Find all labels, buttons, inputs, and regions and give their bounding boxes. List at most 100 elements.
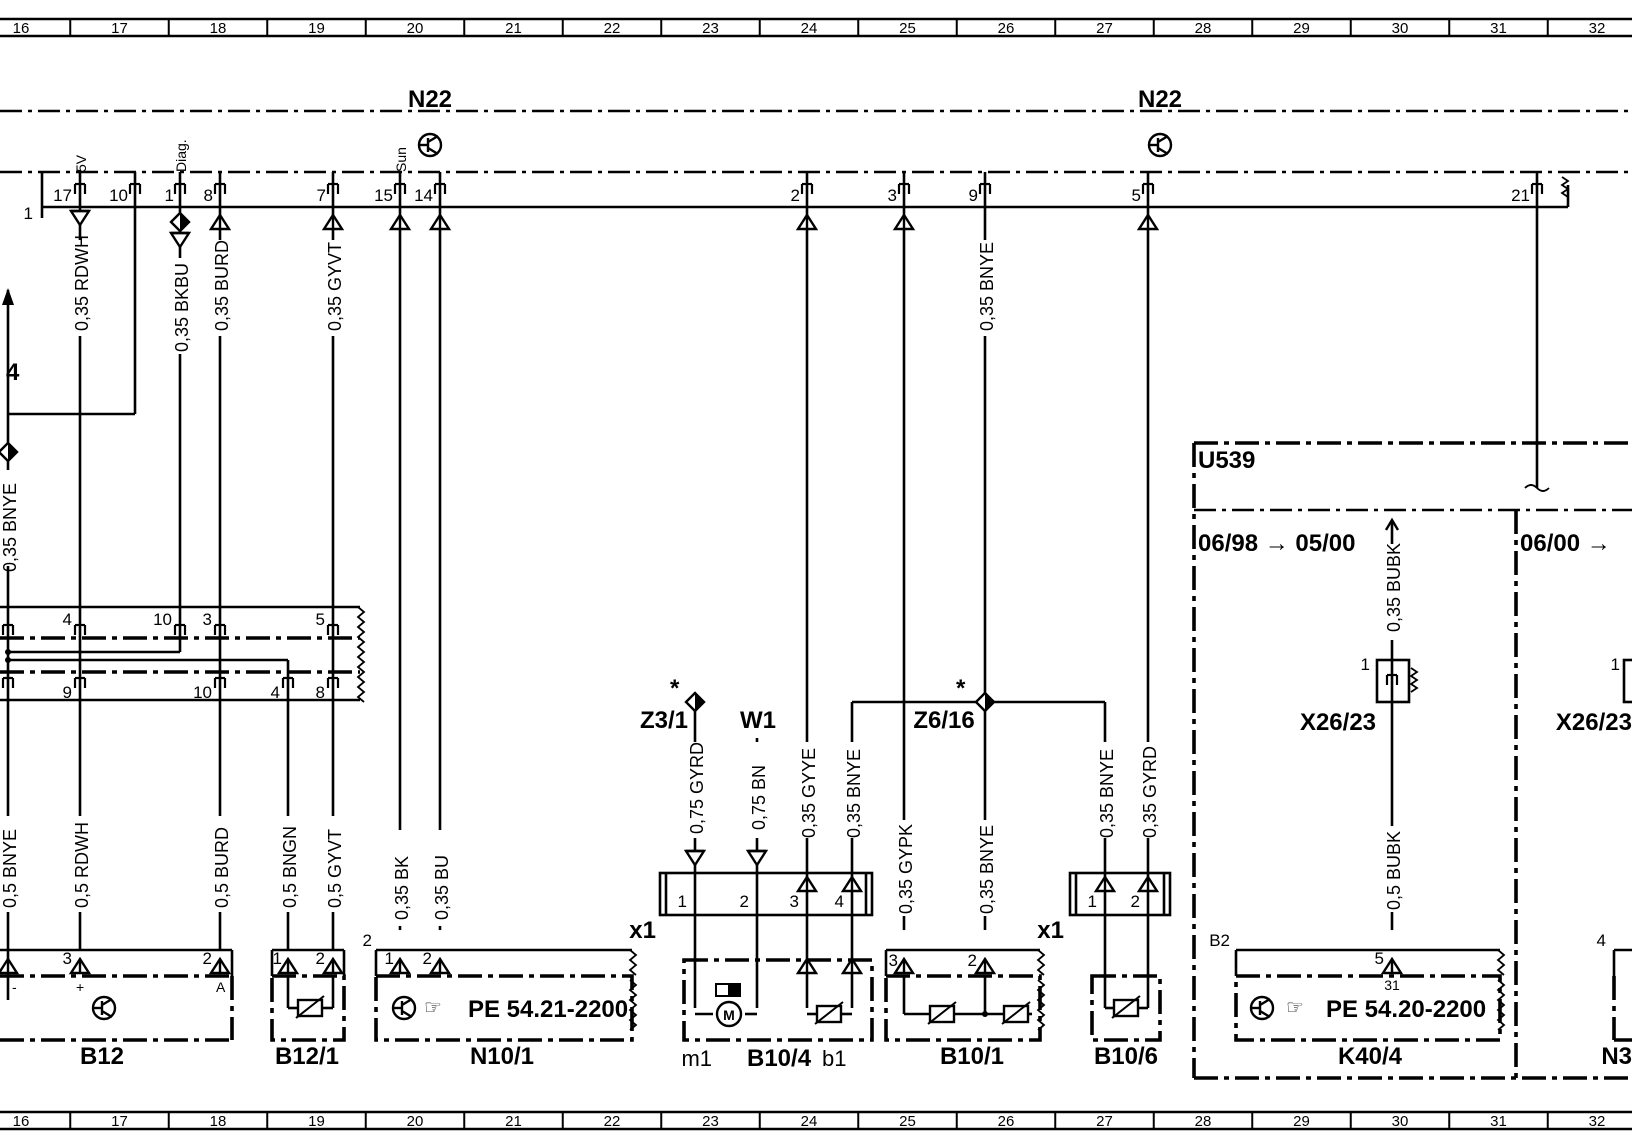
svg-text:2: 2: [968, 951, 977, 970]
svg-text:*: *: [670, 675, 680, 702]
bus-pins: [73, 172, 1570, 207]
svg-text:8: 8: [204, 186, 213, 205]
component-b10-1: 3 2: [884, 948, 1046, 1042]
svg-text:0,35 BNYE: 0,35 BNYE: [1097, 749, 1117, 838]
u539-range-2: 06/00 →: [1520, 530, 1611, 557]
label-b10-4: B10/4: [747, 1045, 812, 1072]
svg-text:0,35 BKBU: 0,35 BKBU: [172, 263, 192, 352]
svg-text:1: 1: [165, 186, 174, 205]
grid-number: 32: [1589, 20, 1606, 37]
pe-ref-k40: PE 54.20-2200: [1326, 996, 1486, 1023]
grid-number: 24: [801, 1113, 818, 1130]
label-b10-1: B10/1: [940, 1043, 1004, 1070]
grid-number: 17: [111, 1113, 128, 1130]
component-b12: 3 2 - + A: [0, 948, 234, 1042]
grid-number: 22: [604, 1113, 621, 1130]
label-w1: W1: [740, 707, 776, 734]
grid-number: 20: [407, 20, 424, 37]
svg-text:4: 4: [63, 610, 72, 629]
bus-pin-numbers: 17 10 1 8 7 15 14 2 3 9 5 21 5V Diag. Su…: [53, 139, 1530, 205]
svg-text:A: A: [216, 979, 226, 995]
svg-text:21: 21: [1511, 186, 1530, 205]
svg-text:10: 10: [193, 683, 212, 702]
svg-text:Sun: Sun: [393, 147, 409, 172]
component-b10-6: [1090, 930, 1162, 1042]
svg-text:8: 8: [316, 683, 325, 702]
label-x26-23-b: X26/23: [1556, 709, 1632, 736]
grid-number: 16: [13, 1113, 30, 1130]
svg-text:M: M: [723, 1007, 735, 1023]
svg-text:31: 31: [1384, 977, 1400, 993]
x1-label-right: x1: [1037, 917, 1064, 944]
u539-region: 0,35 BUBK 0,5 BUBK 1 1 ☞ PE 54.20-2200 B…: [1192, 441, 1632, 1080]
grid-number: 23: [702, 20, 719, 37]
svg-text:4: 4: [1597, 931, 1606, 950]
svg-text:0,35 BNYE: 0,35 BNYE: [977, 242, 997, 331]
svg-text:☞: ☞: [1286, 997, 1304, 1019]
x1-connector-left: 1 2 3 4 x1: [629, 871, 874, 944]
grid-number: 30: [1392, 1113, 1409, 1130]
svg-text:10: 10: [153, 610, 172, 629]
svg-text:5: 5: [1132, 186, 1141, 205]
grid-number: 29: [1293, 1113, 1310, 1130]
svg-text:2: 2: [791, 186, 800, 205]
svg-text:☞: ☞: [424, 997, 442, 1019]
label-z3-1: Z3/1: [640, 707, 688, 734]
svg-text:2: 2: [423, 949, 432, 968]
x1-left-wires: 0,75 GYRD 0,75 BN 0,35 GYYE 0,35 BNYE 0,…: [684, 691, 1160, 930]
svg-text:7: 7: [317, 186, 326, 205]
label-b12: B12: [80, 1043, 124, 1070]
svg-text:1: 1: [24, 204, 33, 223]
svg-text:0,35 GYYE: 0,35 GYYE: [799, 748, 819, 838]
svg-text:10: 10: [109, 186, 128, 205]
svg-text:0,35 RDWH: 0,35 RDWH: [72, 235, 92, 331]
svg-text:5: 5: [316, 610, 325, 629]
grid-number: 30: [1392, 20, 1409, 37]
svg-text:0,35 BURD: 0,35 BURD: [212, 240, 232, 331]
svg-text:1: 1: [385, 949, 394, 968]
component-b10-4: M: [682, 930, 874, 1042]
grid-number: 17: [111, 20, 128, 37]
grid-number: 21: [505, 1113, 522, 1130]
grid-number: 20: [407, 1113, 424, 1130]
svg-text:9: 9: [969, 186, 978, 205]
svg-text:0,35 GYRD: 0,35 GYRD: [1140, 746, 1160, 838]
svg-text:0,75 BN: 0,75 BN: [749, 765, 769, 830]
svg-text:0,35 BNYE: 0,35 BNYE: [0, 483, 20, 572]
lower-wire-labels-left: 0,5 BNYE 0,5 RDWH 0,5 BURD 0,5 BNGN 0,5 …: [0, 816, 452, 926]
x1-connector-right: 1 2 x1: [1037, 871, 1172, 944]
svg-text:0,5 BNGN: 0,5 BNGN: [280, 826, 300, 908]
svg-text:0,5 RDWH: 0,5 RDWH: [72, 822, 92, 908]
svg-text:5V: 5V: [73, 154, 89, 172]
upper-wire-labels: 0,35 RDWH 0,35 BKBU 0,35 BURD 0,35 GYVT …: [0, 235, 997, 572]
upper-wires: [0, 207, 1539, 1000]
n22-label-left: N22: [408, 86, 452, 113]
svg-text:1: 1: [273, 949, 282, 968]
svg-text:1: 1: [1611, 655, 1620, 674]
svg-text:-: -: [12, 979, 17, 995]
grid-number: 31: [1490, 1113, 1507, 1130]
grid-number: 26: [998, 20, 1015, 37]
n22-label-right: N22: [1138, 86, 1182, 113]
grid-number: 25: [899, 20, 916, 37]
component-b12-1: 1 2: [270, 948, 346, 1042]
svg-text:15: 15: [374, 186, 393, 205]
grid-number: 22: [604, 20, 621, 37]
grid-number: 29: [1293, 20, 1310, 37]
svg-text:3: 3: [63, 949, 72, 968]
svg-text:1: 1: [1361, 655, 1370, 674]
grid-number: 19: [308, 20, 325, 37]
label-z6-16: Z6/16: [913, 707, 974, 734]
svg-text:0,35 BU: 0,35 BU: [432, 855, 452, 920]
pe-ref-n10: PE 54.21-2200: [468, 996, 628, 1023]
svg-text:0,35 BNYE: 0,35 BNYE: [844, 749, 864, 838]
grid-number: 24: [801, 20, 818, 37]
label-b10-6: B10/6: [1094, 1043, 1158, 1070]
left-arrow-label: 4: [6, 359, 20, 386]
grid-number: 18: [210, 20, 227, 37]
svg-text:2: 2: [363, 931, 372, 950]
svg-text:9: 9: [63, 683, 72, 702]
svg-text:0,35 GYPK: 0,35 GYPK: [896, 824, 916, 914]
